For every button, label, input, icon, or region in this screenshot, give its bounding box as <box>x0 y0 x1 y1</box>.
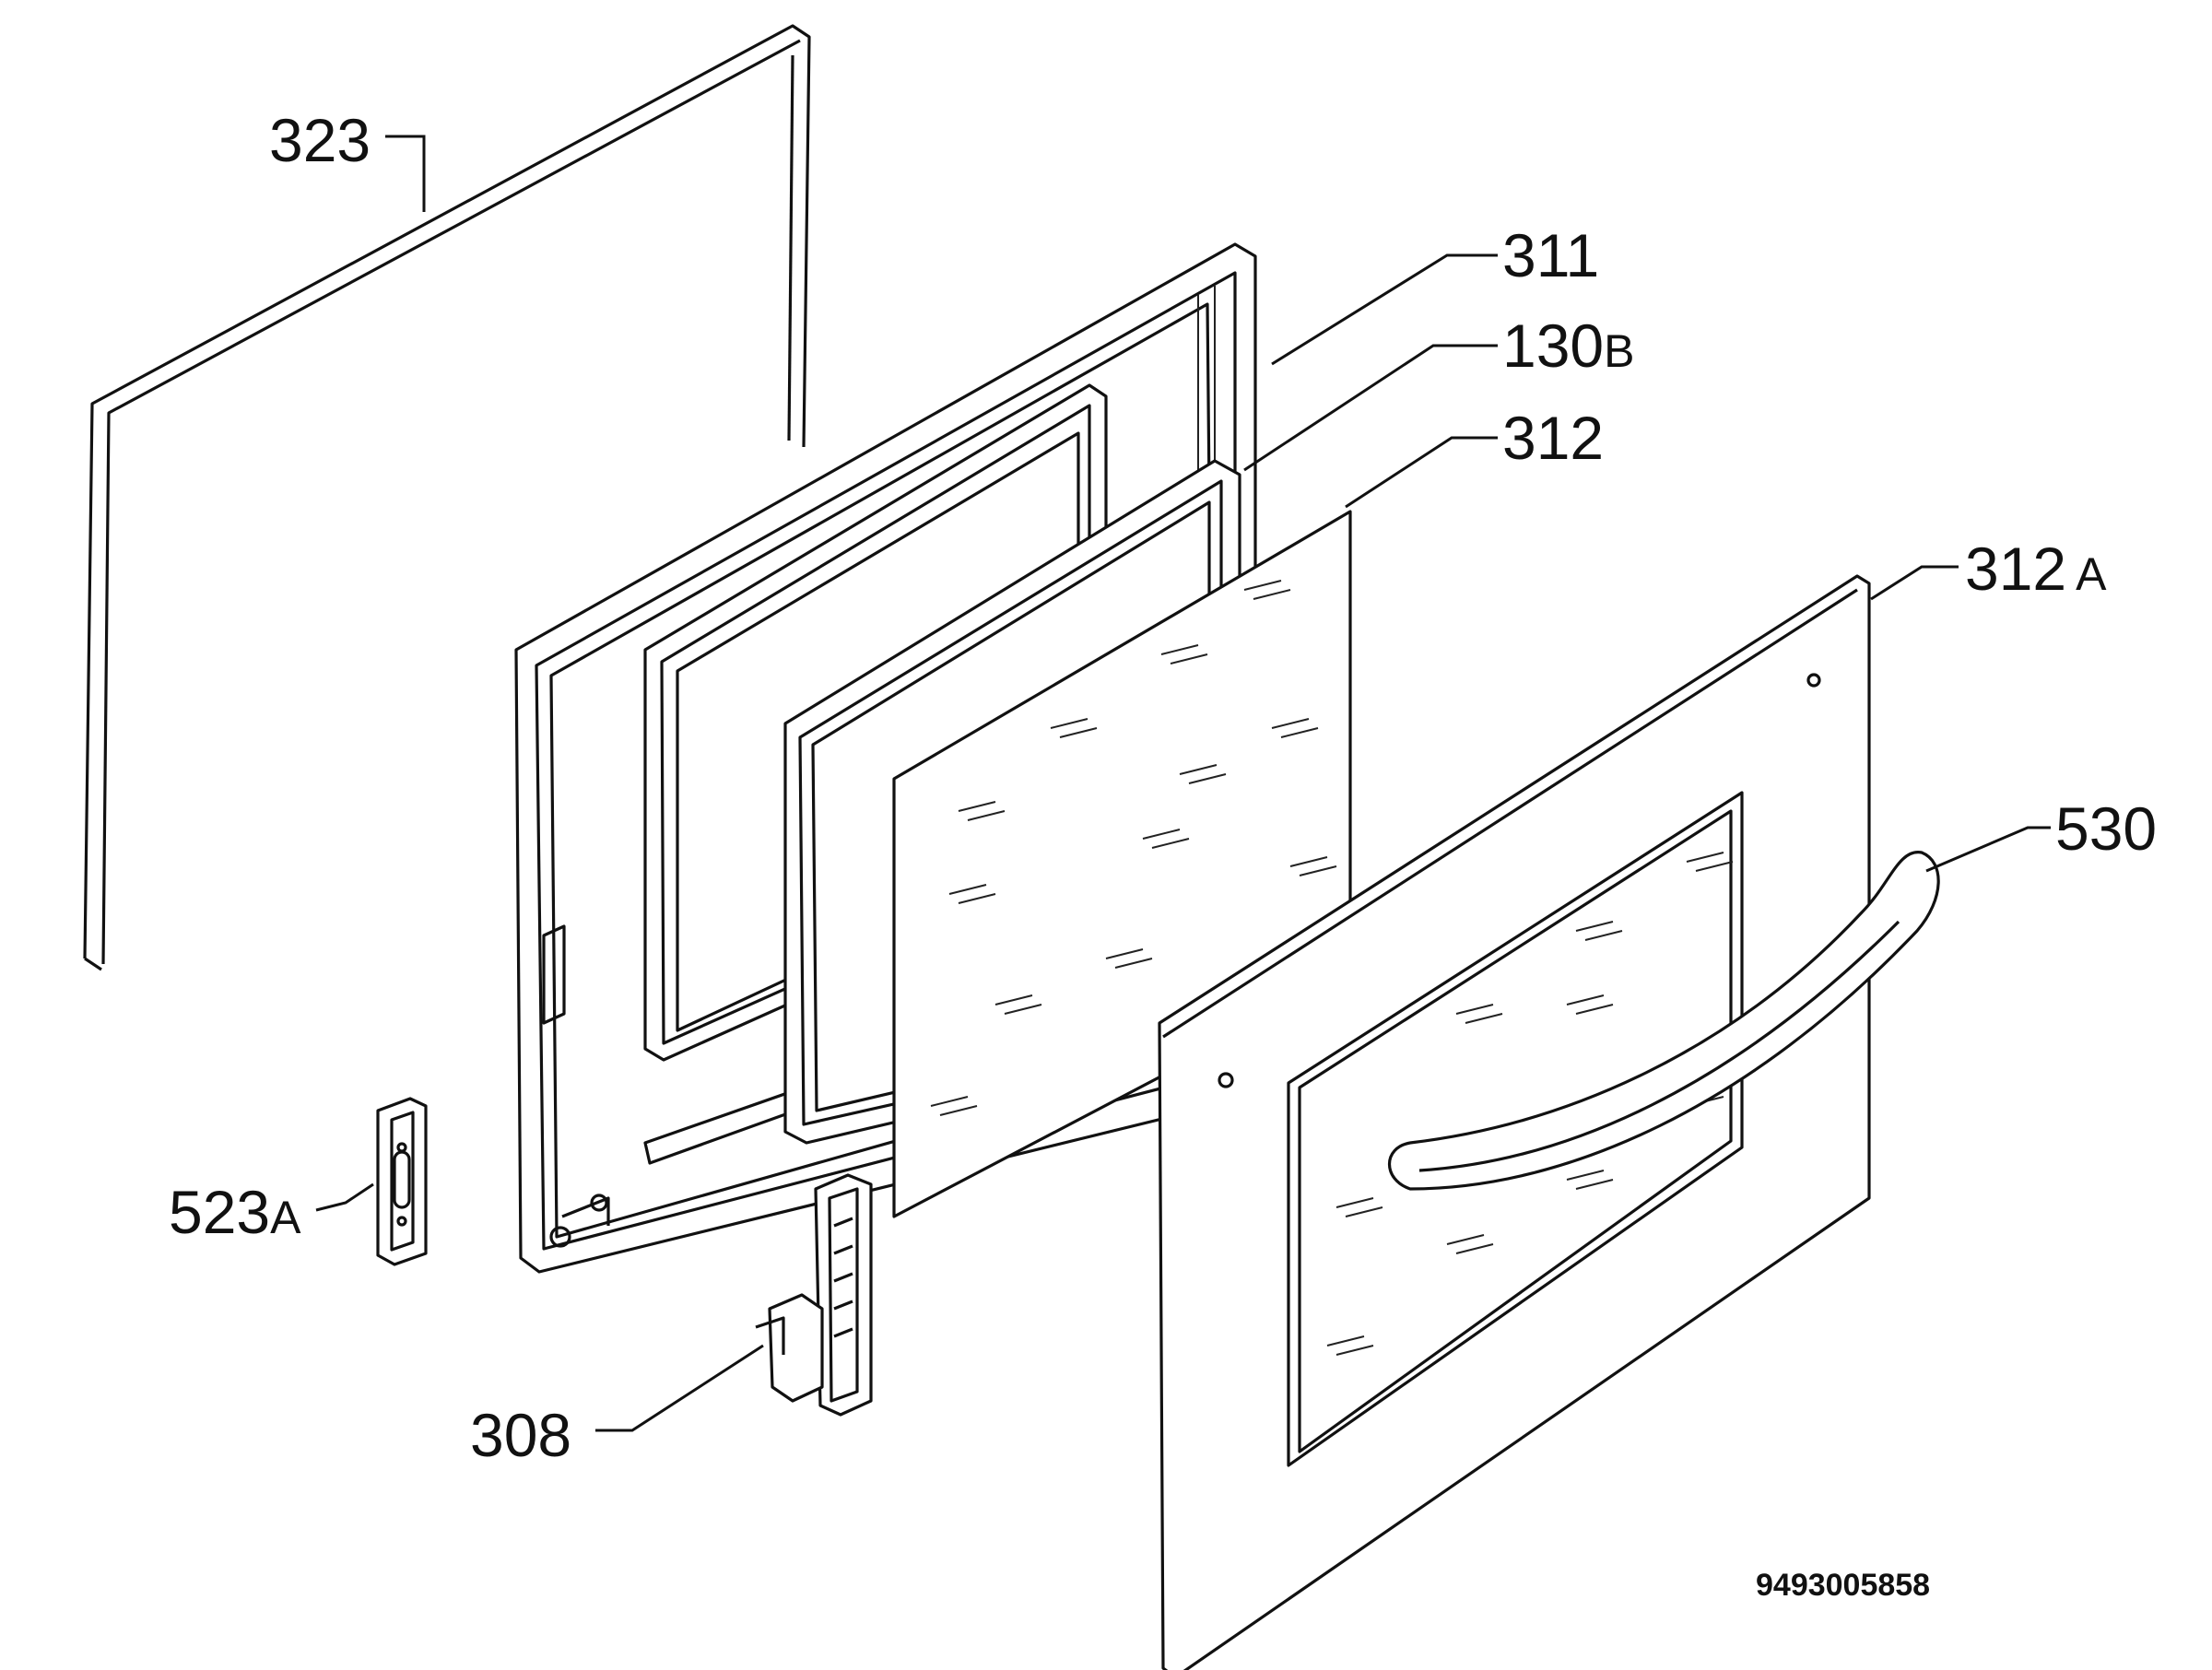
label-312a-number: 312 <box>1965 535 2066 603</box>
document-number: 9493005858 <box>1756 1568 1930 1603</box>
label-130b-number: 130 <box>1502 312 1604 380</box>
door-handle-530 <box>1387 851 1940 1191</box>
door-seal-323 <box>83 24 811 971</box>
label-312: 312 <box>1502 404 1604 472</box>
label-530: 530 <box>2055 794 2157 863</box>
label-311: 311 <box>1502 221 1599 289</box>
label-523a-suffix: A <box>270 1192 301 1243</box>
label-130b-suffix: B <box>1604 325 1634 377</box>
leader-lines <box>315 135 2051 1432</box>
label-323: 323 <box>269 106 371 174</box>
label-523a: 523A <box>169 1178 301 1246</box>
hinge-308 <box>755 1173 873 1417</box>
label-308: 308 <box>470 1401 571 1469</box>
glass-reflection-marks <box>930 580 1337 1116</box>
label-523a-number: 523 <box>169 1178 270 1246</box>
cover-523a <box>376 1097 428 1266</box>
label-130b: 130B <box>1502 312 1634 380</box>
label-312a-suffix: A <box>2076 548 2107 600</box>
